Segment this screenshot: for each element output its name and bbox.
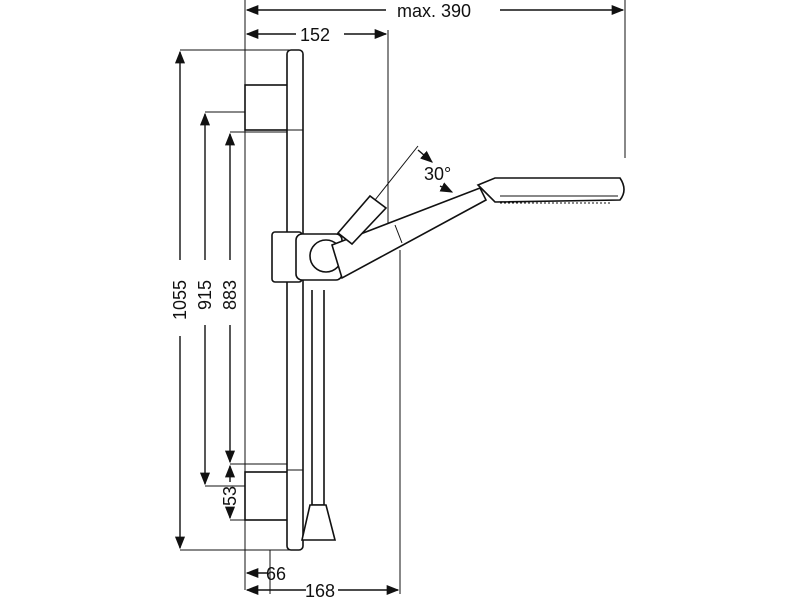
shower-assembly: [244, 49, 625, 551]
dimension-labels: max. 390 152 1055 915 883 53 66 168 30°: [170, 1, 471, 600]
dimension-lines: [174, 4, 625, 596]
label-angle: 30°: [424, 164, 451, 184]
hose-cone: [300, 504, 337, 541]
label-wall-offset: 66: [266, 564, 286, 584]
top-wall-bracket: [244, 84, 291, 131]
label-max-width: max. 390: [397, 1, 471, 21]
ghost-handle-position: [336, 194, 388, 246]
label-mid-height: 915: [195, 280, 215, 310]
label-depth: 168: [305, 581, 335, 600]
hand-shower-handle: [331, 186, 488, 280]
shower-hose: [311, 290, 325, 506]
shower-rail: [286, 49, 304, 551]
label-total-height: 1055: [170, 280, 190, 320]
label-rail-offset: 152: [300, 25, 330, 45]
shower-head: [476, 177, 625, 203]
label-bracket-height: 53: [220, 486, 240, 506]
label-inner-height: 883: [220, 280, 240, 310]
bottom-wall-bracket: [244, 471, 291, 521]
